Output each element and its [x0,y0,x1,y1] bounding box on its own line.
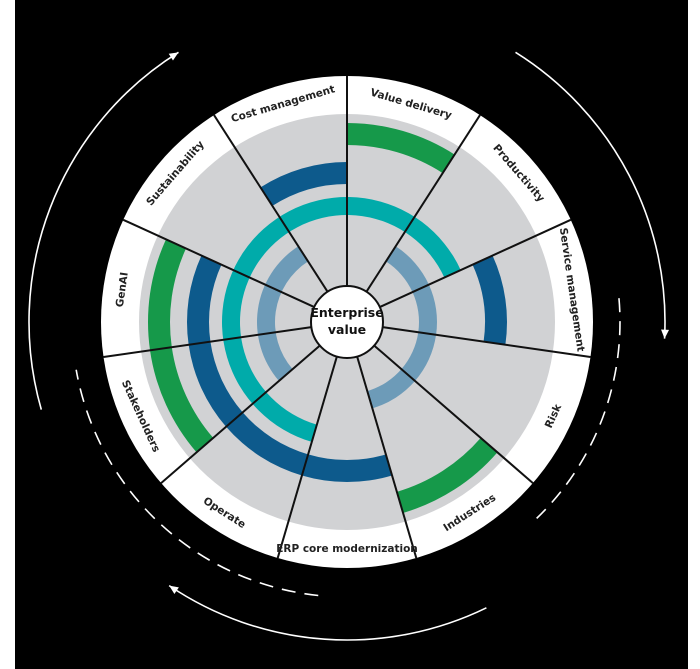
spoke-line [103,326,312,358]
segment-label: ERP core modernization [276,543,418,555]
ring-1-arc [367,246,437,409]
center-title-line1: Enterprise [310,305,383,320]
cycle-arrows [28,51,670,641]
rings [148,123,508,513]
cycle-arrow-dashed [536,298,621,519]
ring-4-arc [347,123,455,174]
spoke-line [373,344,534,484]
ring-3-arc [260,162,347,206]
ring-4-arc [148,239,214,453]
center-title-line2: value [328,322,366,337]
cycle-arrow-solid [168,584,487,641]
arrowhead-icon [169,585,179,594]
ring-3-arc [186,255,393,483]
center-hub [310,285,384,359]
ring-4-arc [396,437,498,513]
segment-label: GenAI [114,271,131,308]
spoke-line [160,344,321,484]
spoke-line [213,114,329,293]
spoke-line [122,218,315,308]
ring-1-arc [256,246,309,381]
spoke-line [382,326,591,358]
cycle-arrow-solid [515,51,666,339]
arrowhead-icon [661,329,670,339]
cycle-arrow-dashed [75,369,319,597]
spoke-line [356,356,418,559]
cycle-arrow-solid [28,51,179,410]
ring-3-arc [472,255,508,345]
spoke-line [379,218,572,308]
spoke-line [365,114,481,293]
spokes [103,76,591,559]
spoke-line [276,356,338,559]
arrowhead-icon [168,52,179,61]
